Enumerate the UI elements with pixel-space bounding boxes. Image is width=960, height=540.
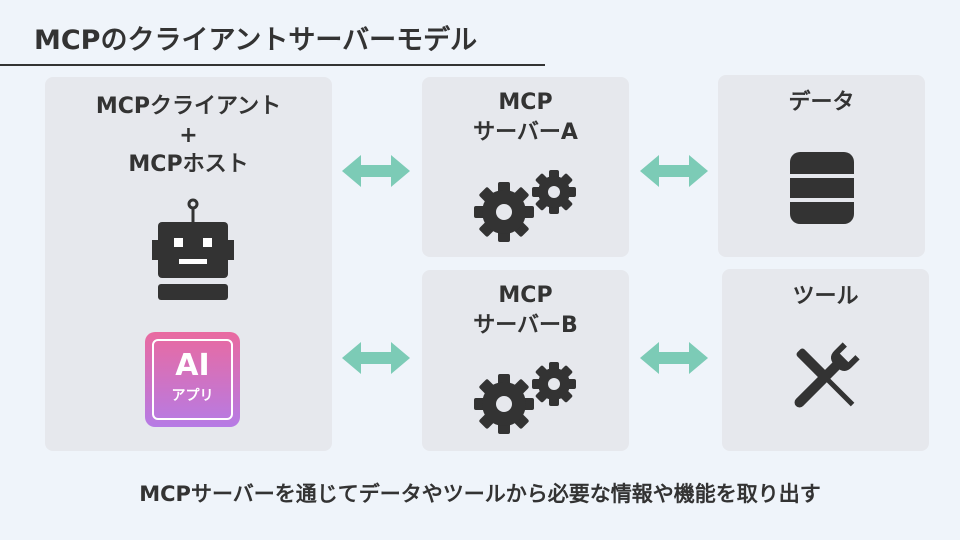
tool-label: ツール [792, 284, 859, 309]
client-label-line1: MCPクライアント [95, 94, 282, 119]
client-label-line2: + [179, 123, 198, 148]
tools-icon [794, 342, 860, 408]
ai-app-badge: AI アプリ [145, 332, 240, 427]
server-a-label-line2: サーバーA [473, 120, 578, 145]
ai-badge-subtext: アプリ [171, 388, 214, 404]
arrow-client-server-b [342, 342, 410, 374]
gears-icon [474, 362, 576, 434]
tool-box: ツール [722, 269, 929, 451]
ai-badge-text: AI [175, 348, 210, 383]
server-a-label-line1: MCP [498, 90, 553, 115]
gears-icon [474, 170, 576, 242]
data-label: データ [788, 90, 855, 115]
title-underline [0, 64, 545, 66]
caption: MCPサーバーを通じてデータやツールから必要な情報や機能を取り出す [139, 482, 821, 506]
database-icon [790, 152, 854, 224]
robot-icon [152, 198, 234, 300]
arrow-client-server-a [342, 155, 410, 187]
server-b-label-line2: サーバーB [473, 313, 578, 338]
arrow-server-b-tool [640, 342, 708, 374]
page-title: MCPのクライアントサーバーモデル [34, 25, 478, 56]
arrow-server-a-data [640, 155, 708, 187]
server-b-label-line1: MCP [498, 283, 553, 308]
client-label-line3: MCPホスト [128, 152, 249, 177]
ai-app-badge-frame: AI アプリ [152, 339, 233, 420]
